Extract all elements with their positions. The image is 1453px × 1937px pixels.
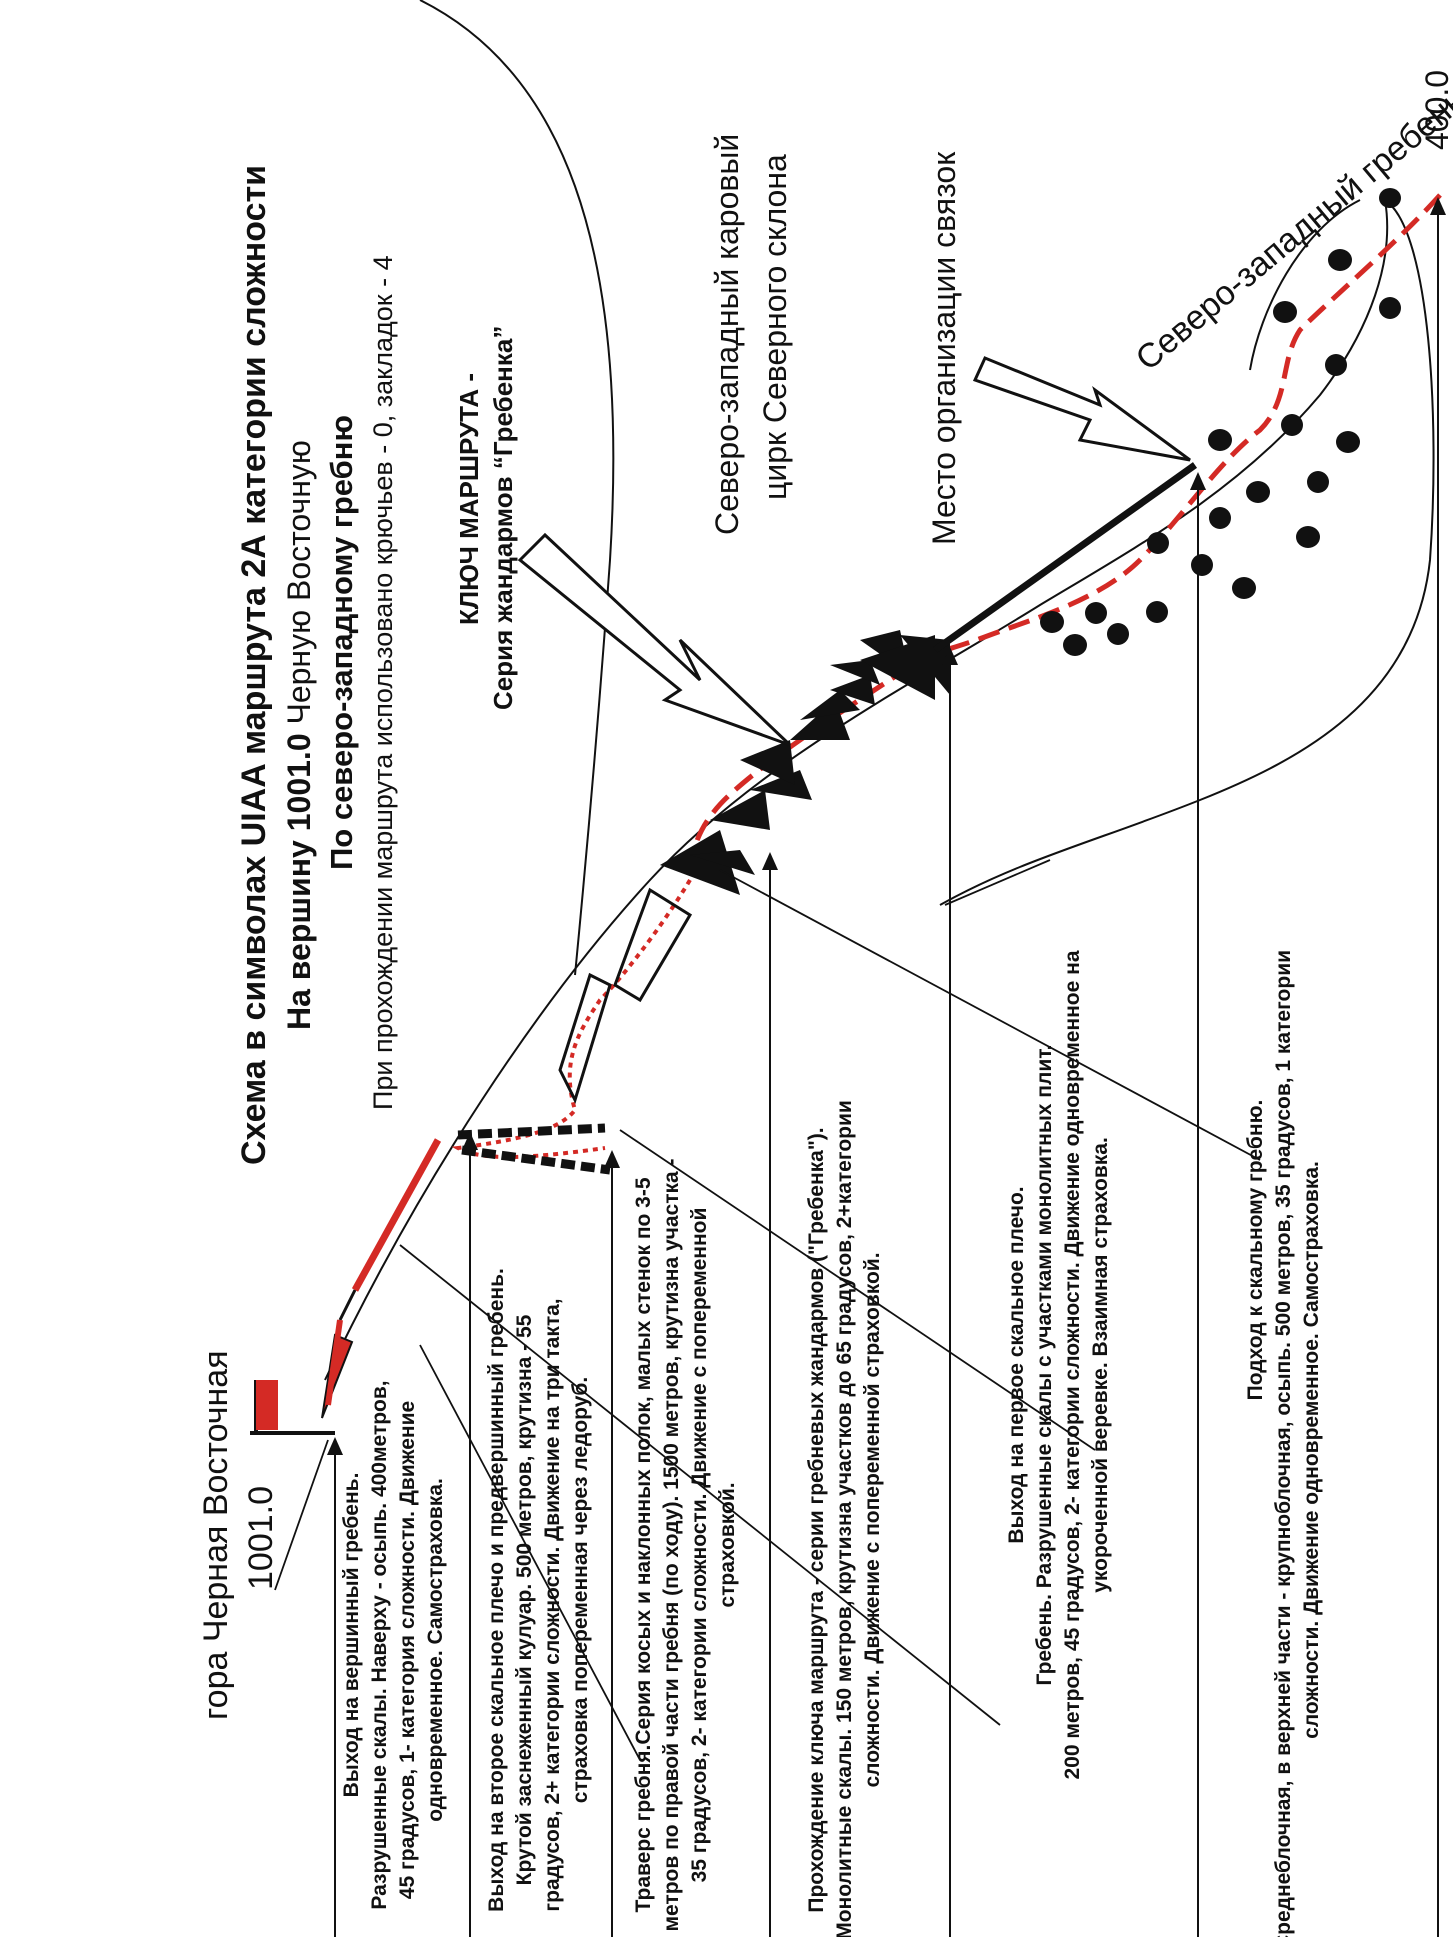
rope-team-label: Место организации связок xyxy=(926,151,962,545)
couloir-mark xyxy=(461,1145,611,1175)
ridge-outline xyxy=(324,199,1389,1381)
start-height-label: 400.0 xyxy=(1419,70,1453,150)
route-dotted xyxy=(451,878,692,1159)
descent-arrow xyxy=(321,1138,442,1419)
leader-line xyxy=(719,869,1261,1161)
gendarmes xyxy=(660,630,950,895)
key-line-2: Серия жандармов “Гребенка” xyxy=(488,326,518,710)
section-5-line: 200 метров, 45 градусов, 2- категории сл… xyxy=(1061,950,1084,1779)
section-4-line: сложности. Движение с попеременной страх… xyxy=(861,1252,884,1787)
section-6-line: Подход к скальному гребню. xyxy=(1244,1100,1267,1401)
section-3-line: 35 градусов, 2- категории сложности. Дви… xyxy=(688,1208,711,1883)
scree-dots xyxy=(1040,188,1401,656)
summit-height-label: 1001.0 xyxy=(242,1486,280,1590)
title-line-2: На вершину 1001.0 Черную Восточную xyxy=(281,440,317,1030)
section-4-line: Прохождение ключа маршрута - серии гребн… xyxy=(805,1127,828,1912)
section-5-line: укороченной веревке. Взаимная страховка. xyxy=(1089,1137,1112,1593)
section-2-line: Крутой заснеженный кулуар. 500 метров, к… xyxy=(513,1314,536,1885)
section-5-line: Гребень. Разрушенные скалы с участками м… xyxy=(1033,1044,1056,1685)
key-line-1: КЛЮЧ МАРШРУТА - xyxy=(454,373,484,625)
section-3: Траверс гребня.Серия косых и наклонных п… xyxy=(632,1158,739,1931)
leader-line xyxy=(944,859,1051,906)
ledge-shape xyxy=(558,972,612,1105)
leader-line xyxy=(399,1244,1001,1726)
section-5: Выход на первое скальное плечо. Гребень.… xyxy=(1005,950,1112,1779)
section-3-line: страховкой. xyxy=(716,1482,739,1607)
section-2-line: Выход на второе скальное плечо и предвер… xyxy=(485,1268,508,1912)
section-4: Прохождение ключа маршрута - серии гребн… xyxy=(805,1100,884,1937)
key-pointer-arrow xyxy=(517,532,792,747)
summit-name-label: гора Черная Восточная xyxy=(197,1350,235,1720)
ridge-inner-outline xyxy=(1249,199,1361,371)
section-4-line: Монолитные скалы. 150 метров, крутизна у… xyxy=(833,1100,856,1937)
summit-flag xyxy=(250,1380,335,1435)
cirque-outline xyxy=(419,0,615,976)
rope-team-pointer-arrow xyxy=(972,356,1191,462)
title-line-1: Схема в символах UIAA маршрута 2А катего… xyxy=(235,165,273,1165)
section-6: Подход к скальному гребню. Среднеблочная… xyxy=(1244,950,1323,1937)
leader-line xyxy=(419,1344,641,1761)
section-3-line: Траверс гребня.Серия косых и наклонных п… xyxy=(632,1177,655,1912)
leader-line xyxy=(619,1129,1096,1451)
section-1-line: Разрушенные скалы. Наверху - осыпь. 400м… xyxy=(368,1380,391,1909)
section-2-line: градусов, 2+ категории сложности. Движен… xyxy=(541,1298,564,1911)
section-6-line: Среднеблочная, в верхней части - крупноб… xyxy=(1272,950,1295,1937)
section-5-line: Выход на первое скальное плечо. xyxy=(1005,1186,1028,1543)
title-line-3: По северо-западному гребню xyxy=(324,415,359,870)
section-2: Выход на второе скальное плечо и предвер… xyxy=(485,1268,592,1912)
ledge-shape xyxy=(613,887,693,1003)
section-1: Выход на вершинный гребень. Разрушенные … xyxy=(340,1380,447,1909)
cirque-line-2: цирк Северного склона xyxy=(757,154,793,500)
leader-line xyxy=(274,1439,329,1591)
section-1-line: Выход на вершинный гребень. xyxy=(340,1473,363,1798)
ridge-bold-line xyxy=(932,462,1198,653)
section-1-line: 45 градусов, 1- категория сложности. Дви… xyxy=(396,1401,419,1899)
section-6-line: сложности. Движение одновременное. Самос… xyxy=(1300,1161,1323,1739)
section-3-line: метров по правой части гребня (по ходу).… xyxy=(660,1158,683,1931)
cirque-line-1: Северо-западный каровый xyxy=(709,134,745,535)
title-line-4: При прохождении маршрута использовано кр… xyxy=(368,255,398,1110)
couloir-mark xyxy=(457,1123,606,1140)
section-2-line: страховка попеременная через ледоруб. xyxy=(569,1377,592,1803)
section-1-line: одновременное. Самостраховка. xyxy=(424,1478,447,1822)
ridge-right-outline xyxy=(939,199,1435,906)
